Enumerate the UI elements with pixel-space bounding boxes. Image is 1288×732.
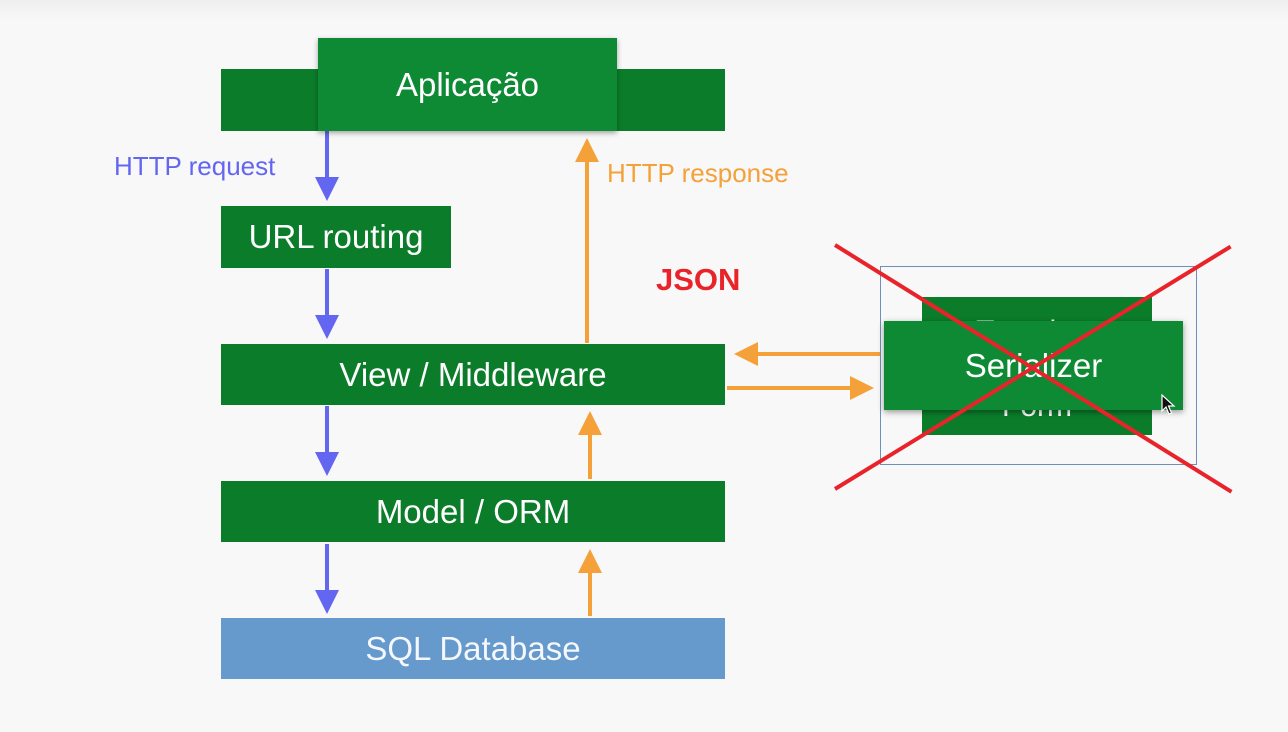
model-orm-box: Model / ORM: [221, 481, 725, 542]
json-label: JSON: [656, 262, 741, 297]
app-box-label: Aplicação: [395, 65, 540, 103]
mouse-cursor-icon: [1161, 394, 1176, 415]
url-routing-box: URL routing: [221, 206, 451, 268]
model-orm-label: Model / ORM: [375, 492, 571, 530]
url-routing-label: URL routing: [248, 218, 424, 255]
view-middleware-label: View / Middleware: [339, 355, 607, 393]
view-middleware-box: View / Middleware: [221, 344, 725, 405]
sql-database-label: SQL Database: [365, 629, 581, 667]
sql-database-box: SQL Database: [221, 618, 725, 679]
serializer-selection-frame: [880, 266, 1197, 465]
app-box: Aplicação: [318, 38, 617, 131]
http-response-label: HTTP response: [607, 158, 789, 188]
http-request-label: HTTP request: [114, 151, 276, 181]
